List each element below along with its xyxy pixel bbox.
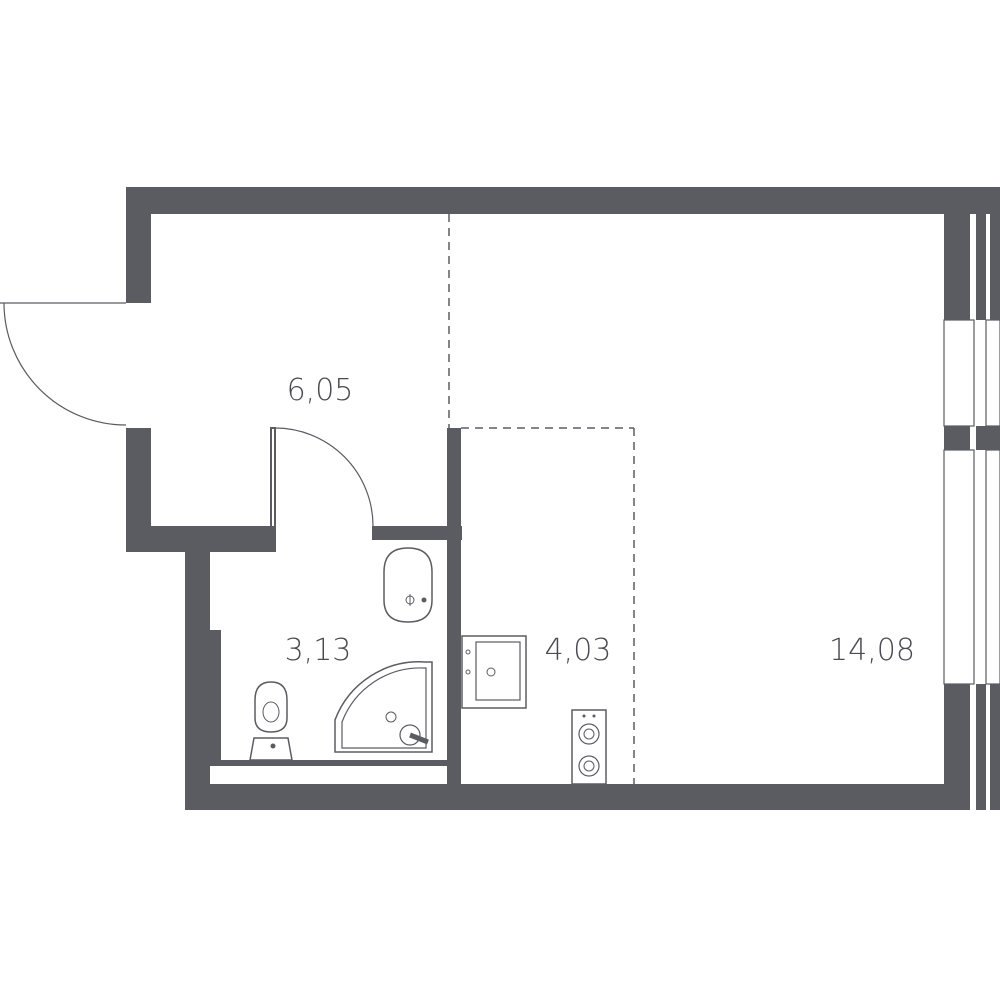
bottom-wall [185, 784, 945, 810]
stove-body [571, 709, 607, 785]
window-upper-inner [943, 319, 975, 427]
top-wall [126, 187, 1000, 214]
living-room-area-label: 14,08 [829, 633, 915, 668]
shower-drain [385, 711, 397, 723]
window-lower-outer [985, 449, 1000, 685]
shower-handle [409, 732, 429, 745]
entrance-door-swing [3, 302, 127, 426]
right-edge-bottom [990, 684, 1000, 810]
kitchen-sink-bowl [475, 641, 521, 701]
toilet-tank [249, 737, 293, 761]
bathroom-ledge [210, 760, 447, 766]
walls [126, 187, 1000, 810]
right-wall-top [944, 187, 970, 320]
shower-cabin [334, 661, 433, 753]
toilet-seat [262, 701, 280, 723]
right-outer-mid [976, 426, 1000, 450]
kitchen-sink-counter [461, 635, 527, 709]
bathroom-area-label: 3,13 [285, 633, 352, 668]
toilet-bowl [254, 681, 288, 733]
bath-kitchen-partition [447, 428, 461, 810]
stove-burner-1 [578, 723, 600, 745]
hall-bottom-wall-right [372, 526, 462, 540]
window-lower-inner [943, 449, 975, 685]
stove-knob-1 [582, 714, 586, 718]
entrance-door [0, 302, 127, 426]
bathroom-door [270, 427, 374, 539]
stove-burner-1-inner [583, 728, 595, 740]
kitchen-sink-drain [486, 667, 496, 677]
bathroom-door-leaf [270, 427, 276, 539]
kitchen-sink-tap-1 [465, 649, 471, 655]
left-wall-upper [126, 187, 151, 303]
bathroom-inner-wall [210, 630, 221, 760]
kitchen-sink-tap-2 [465, 669, 471, 675]
toilet [249, 681, 293, 761]
shower-tray-inner [341, 667, 427, 749]
stove-knob-2 [592, 714, 596, 718]
windows [943, 319, 1000, 685]
right-edge-top [990, 187, 1000, 320]
area-labels: 6,05 3,13 4,03 14,08 [285, 373, 915, 668]
kitchen-area-label: 4,03 [545, 633, 612, 668]
window-upper-outer [985, 319, 1000, 427]
bathroom-left-wall [185, 540, 210, 810]
toilet-flush [270, 743, 276, 749]
stove-burner-2 [578, 755, 600, 777]
bathroom-door-swing [274, 427, 374, 527]
right-wall-mid [944, 426, 970, 450]
shower-tray [334, 661, 433, 753]
right-outer-bottom [976, 684, 986, 810]
washbasin-bowl [383, 547, 433, 623]
stove-burner-2-inner [583, 760, 595, 772]
right-wall-bottom [944, 684, 970, 810]
washbasin [383, 547, 433, 623]
washbasin-tap [421, 597, 427, 603]
shower-mixer [399, 724, 421, 746]
stove [571, 709, 607, 785]
kitchen-sink [461, 635, 527, 709]
right-outer-top [976, 187, 986, 320]
zone-dividers [448, 214, 635, 784]
hall-area-label: 6,05 [287, 373, 354, 408]
